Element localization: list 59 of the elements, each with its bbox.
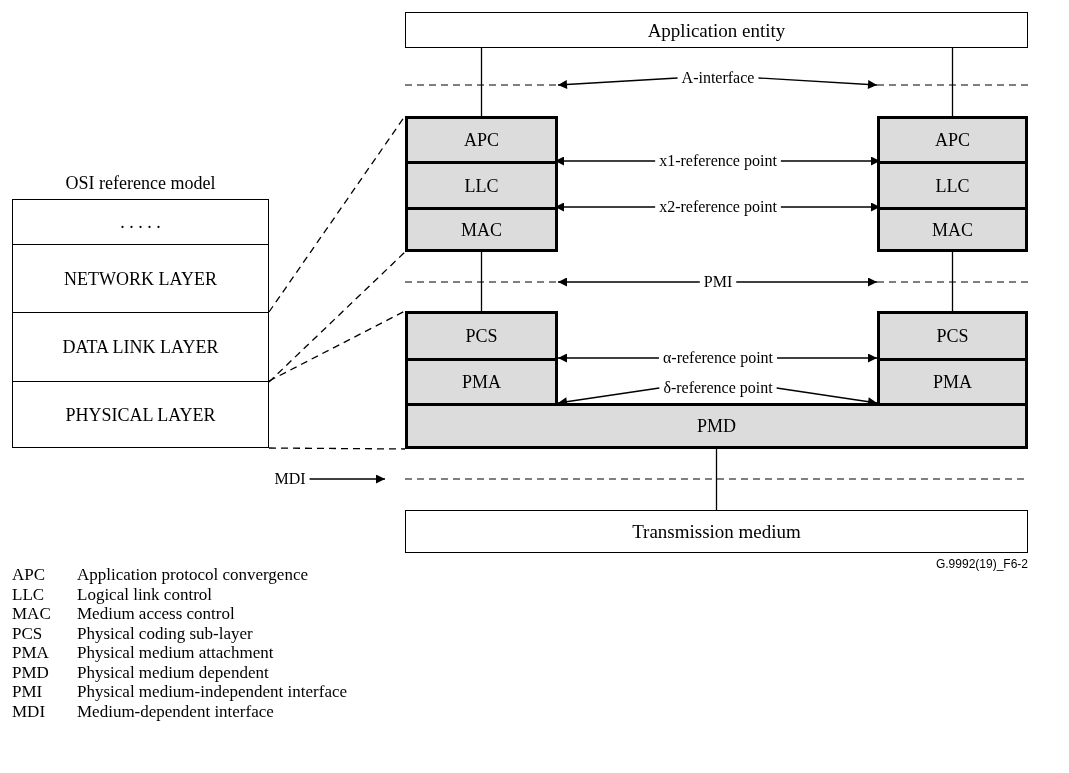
sublayer-box: PMA [877, 358, 1028, 406]
abbreviation: PCS [12, 623, 44, 643]
sublayer-box: PCS [877, 311, 1028, 361]
mapping-line [268, 251, 406, 383]
abbreviation-definition: Application protocol convergence [77, 565, 309, 585]
abbreviation: PMA [12, 643, 50, 663]
arrow [776, 353, 878, 363]
abbreviation: LLC [12, 584, 46, 604]
connector-line [480, 251, 483, 312]
abbreviation-definition: Physical medium-independent interface [77, 682, 348, 702]
arrow [557, 77, 679, 89]
abbreviation: MDI [12, 701, 47, 721]
layer-cell: NETWORK LAYER [12, 244, 269, 313]
mapping-line [268, 310, 406, 382]
sublayer-box: PCS [405, 311, 558, 361]
abbreviation: MAC [12, 604, 52, 624]
figure-id: G.9992(19)_F6-2 [935, 556, 1028, 573]
sublayer-stack-box [405, 116, 558, 252]
layer-cell: PHYSICAL LAYER [12, 381, 269, 448]
arrow [557, 277, 701, 287]
abbreviation-definition: Medium access control [77, 604, 236, 624]
sublayer-stack-box [877, 116, 1028, 252]
sublayer-cell: MAC [880, 207, 1025, 249]
abbreviation-definition: Medium-dependent interface [77, 701, 275, 721]
interface-label: A-interface [677, 66, 759, 90]
connector-line [715, 448, 718, 511]
sublayer-cell: MAC [408, 207, 555, 249]
entity-box: Application entity [405, 12, 1028, 48]
abbreviation-definition: Physical medium attachment [77, 643, 275, 663]
stack-heading: OSI reference model [64, 172, 217, 195]
connector-line [951, 251, 954, 312]
arrow [308, 474, 386, 484]
sublayer-box: PMA [405, 358, 558, 406]
arrow [735, 277, 878, 287]
interface-label: α-reference point [658, 346, 778, 370]
layer-cell: . . . . . [12, 199, 269, 245]
interface-label: x2-reference point [655, 195, 781, 219]
abbreviation-definition: Logical link control [77, 584, 214, 604]
sublayer-box: PMD [405, 403, 1028, 449]
layer-cell: DATA LINK LAYER [12, 312, 269, 382]
sublayer-cell: LLC [408, 161, 555, 207]
abbreviation-definition: Physical medium dependent [77, 662, 270, 682]
arrow [557, 353, 660, 363]
interface-label: δ-reference point [659, 376, 777, 400]
sublayer-cell: APC [408, 119, 555, 161]
interface-label: x1-reference point [655, 149, 781, 173]
mapping-line [268, 447, 406, 450]
abbreviation: PMI [12, 682, 44, 702]
sublayer-cell: LLC [880, 161, 1025, 207]
medium-box: Transmission medium [405, 510, 1028, 553]
connector-line [951, 47, 954, 117]
abbreviation: APC [12, 565, 47, 585]
interface-label: MDI [270, 467, 310, 491]
arrow [757, 77, 878, 89]
abbreviation-definition: Physical coding sub-layer [77, 623, 254, 643]
abbreviation: PMD [12, 662, 50, 682]
connector-line [480, 47, 483, 117]
sublayer-cell: APC [880, 119, 1025, 161]
interface-label: PMI [699, 270, 737, 294]
